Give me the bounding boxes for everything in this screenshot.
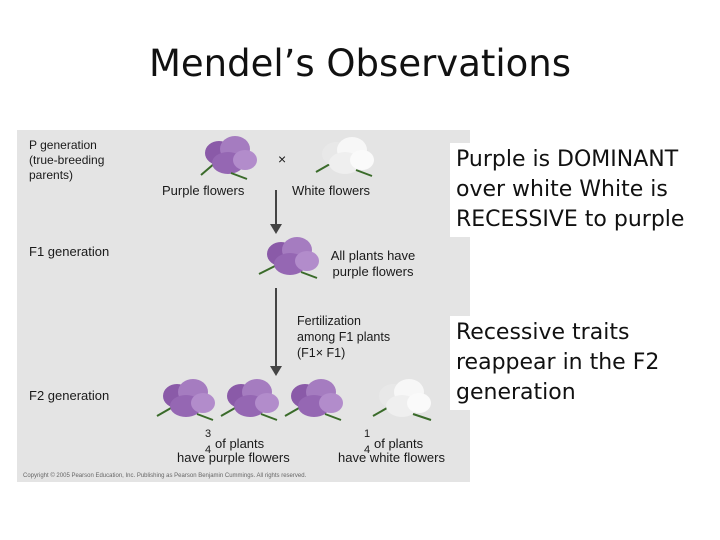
arrow-f1-to-f2-head	[270, 366, 282, 376]
white-fraction-text-1: of plants	[374, 436, 424, 451]
purple-flower-p-icon	[200, 136, 257, 180]
white-flower-p-icon	[315, 137, 374, 177]
cross-symbol: ×	[278, 151, 287, 167]
white-fraction-numerator: 1	[364, 428, 371, 440]
slide-title: Mendel’s Observations	[148, 42, 572, 85]
mendel-figure: P generation (true-breeding parents) × P…	[17, 130, 470, 470]
purple-fraction-denominator: 4	[205, 444, 212, 456]
white-fraction-denominator: 4	[364, 444, 371, 456]
purple-fraction-numerator: 3	[205, 428, 212, 440]
recessive-note: Recessive traits reappear in the F2 gene…	[450, 316, 717, 410]
purple-fraction-text-2: have purple flowers	[177, 450, 290, 465]
f2-generation-label: F2 generation	[29, 388, 110, 403]
arrow-f1-to-f2	[275, 288, 277, 368]
p-generation-label: P generation (true-breeding parents)	[29, 138, 105, 182]
white-fraction-text-2: have white flowers	[338, 450, 445, 465]
copyright-text: Copyright © 2005 Pearson Education, Inc.…	[17, 470, 470, 482]
purple-flowers-label: Purple flowers	[162, 183, 245, 198]
arrow-p-to-f1-head	[270, 224, 282, 234]
purple-flower-f2-3-icon	[284, 379, 343, 421]
purple-flower-f2-2-icon	[220, 379, 279, 421]
white-flowers-label: White flowers	[292, 183, 371, 198]
white-flower-f2-icon	[372, 379, 432, 421]
f1-note-label: All plants have purple flowers	[330, 248, 416, 279]
purple-fraction-text-1: of plants	[215, 436, 265, 451]
fertilization-label: Fertilization among F1 plants (F1× F1)	[297, 314, 391, 360]
purple-flower-f2-1-icon	[156, 379, 215, 421]
f1-generation-label: F1 generation	[29, 244, 110, 259]
dominant-note: Purple is DOMINANT over white White is R…	[450, 143, 717, 237]
arrow-p-to-f1	[275, 190, 277, 226]
purple-flower-f1-icon	[258, 237, 319, 279]
